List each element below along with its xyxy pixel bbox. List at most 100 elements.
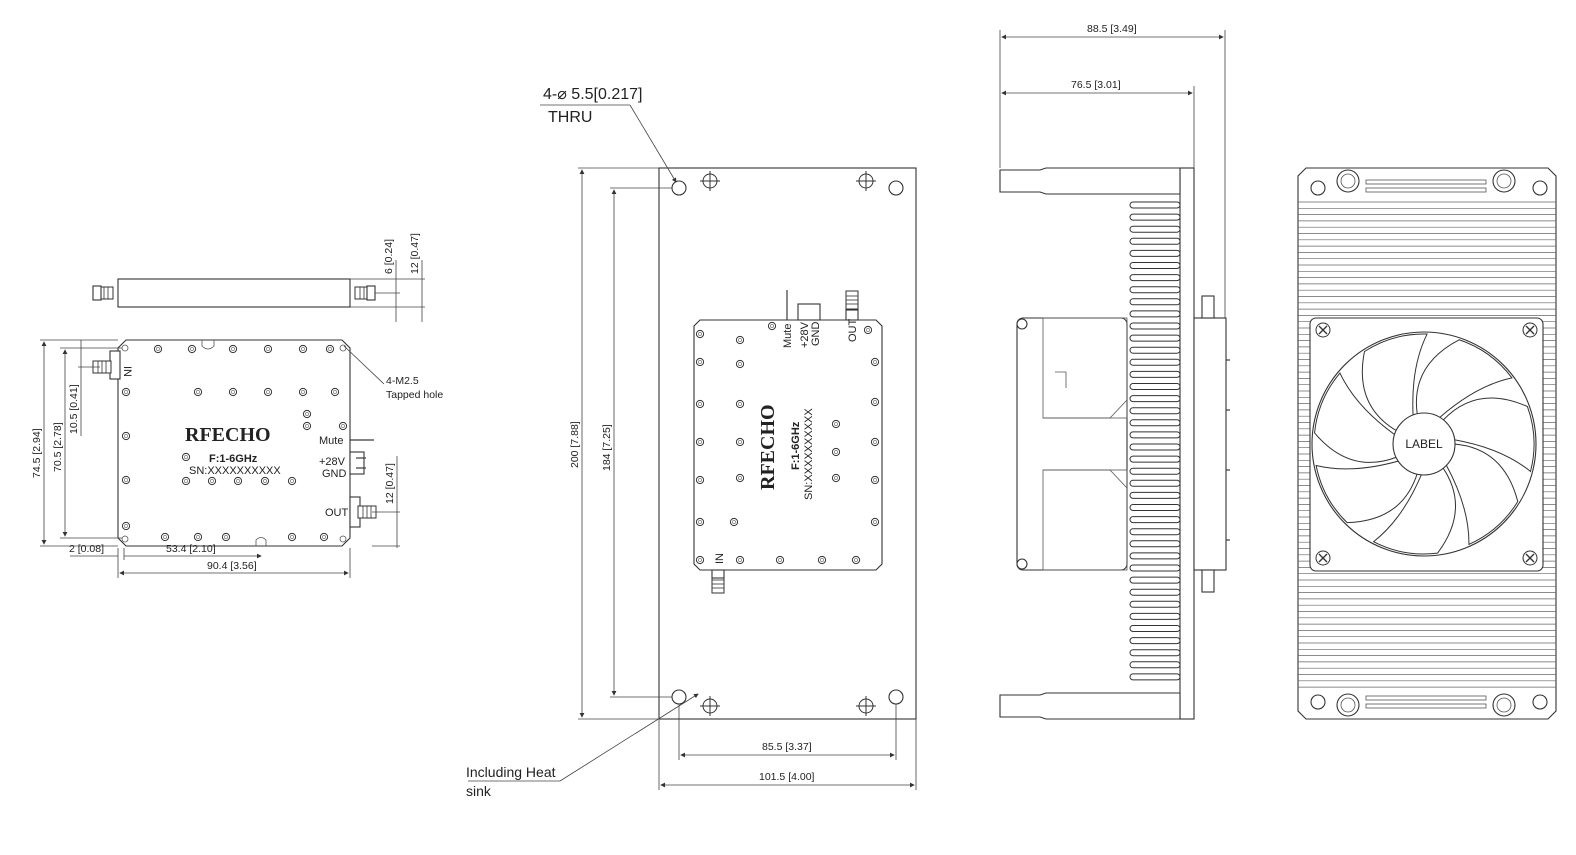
fin: [1129, 491, 1181, 499]
fin: [1129, 322, 1181, 330]
fin: [1129, 479, 1181, 487]
fin: [1129, 334, 1181, 342]
fin: [1129, 419, 1181, 427]
dim-hs-height-total: 200 [7.88]: [569, 421, 581, 468]
fin: [1129, 552, 1181, 560]
fin: [1129, 225, 1181, 233]
fin: [1129, 286, 1181, 294]
fin: [1129, 625, 1181, 632]
mounted-freq: F:1-6GHz: [790, 421, 802, 470]
dim-height-holes: 70.5 [2.78]: [52, 422, 64, 472]
fin: [1129, 370, 1181, 378]
dim-hs-width-holes: 85.5 [3.37]: [762, 741, 812, 753]
fin: [1129, 661, 1181, 669]
fan-blade: [1445, 443, 1519, 546]
fin: [1129, 467, 1181, 475]
module-port-in: IN: [121, 366, 133, 377]
dim-width-total: 90.4 [3.56]: [207, 560, 257, 572]
mounted-gnd: GND: [810, 322, 822, 347]
fin: [1129, 540, 1181, 548]
hole-note-line1: 4-⌀ 5.5[0.217]: [543, 86, 642, 103]
module-power-pins: [349, 439, 374, 475]
mount-note-2: Tapped hole: [386, 389, 443, 401]
dim-depth-total: 88.5 [3.49]: [1087, 23, 1137, 35]
fin: [1129, 346, 1181, 354]
fin: [1129, 213, 1181, 221]
fin: [1129, 274, 1181, 282]
heatsink-top-view: RFECHO F:1-6GHz SN:XXXXXXXXXX Mute +28V …: [466, 86, 917, 799]
module-freq: F:1-6GHz: [209, 453, 258, 465]
fin: [1129, 358, 1181, 366]
dim-out-offset: 12 [0.47]: [384, 463, 396, 504]
fin: [1129, 395, 1181, 403]
module-brand: RFECHO: [185, 424, 271, 446]
dim-hs-height-holes: 184 [7.25]: [601, 424, 613, 471]
hole-note-line2: THRU: [548, 109, 592, 126]
fan-hub: [1392, 412, 1456, 476]
side-fan-housing: [1016, 317, 1128, 571]
mounted-module: RFECHO F:1-6GHz SN:XXXXXXXXXX Mute +28V …: [693, 290, 883, 594]
fin: [1129, 310, 1181, 318]
heatsink-fins: [1129, 201, 1181, 681]
fin: [1129, 564, 1181, 572]
mounted-in: IN: [714, 553, 726, 564]
mounted-serial: SN:XXXXXXXXXX: [803, 408, 815, 500]
fin: [1129, 600, 1181, 608]
module-side-profile: [92, 260, 425, 322]
heat-note-line2: sink: [466, 783, 492, 799]
module-serial: SN:XXXXXXXXXX: [189, 465, 281, 477]
heatsink-top-dims: [468, 104, 917, 790]
heatsink-side-dims: [999, 30, 1226, 318]
fin: [1129, 249, 1181, 257]
fan-blades: [1314, 333, 1535, 555]
dim-side-thickness: 6 [0.24]: [383, 239, 395, 274]
fin: [1129, 673, 1181, 681]
fin: [1129, 528, 1181, 536]
fan-view: LABEL: [1297, 167, 1557, 720]
fin: [1129, 237, 1181, 245]
module-dims: [40, 339, 400, 578]
fin: [1129, 588, 1181, 596]
fan-blade: [1361, 333, 1428, 432]
dim-side-height: 12 [0.47]: [409, 233, 421, 274]
fan-label: LABEL: [1405, 437, 1443, 451]
fin: [1129, 504, 1181, 511]
fin: [1129, 407, 1181, 415]
module-gnd: GND: [322, 468, 347, 480]
side-module: [1193, 295, 1230, 593]
fin: [1129, 576, 1181, 584]
fan-blade: [1314, 372, 1398, 463]
fan-blade: [1442, 397, 1535, 473]
fin: [1129, 637, 1181, 645]
module-out-connector: [349, 496, 377, 528]
heatsink-side-view: 88.5 [3.49] 76.5 [3.01]: [999, 23, 1230, 720]
fin: [1129, 298, 1181, 306]
dim-hole-to-hole: 53.4 [2.10]: [166, 543, 216, 555]
heat-note-line1: Including Heat: [466, 764, 556, 780]
mount-note-1: 4-M2.5: [386, 375, 419, 387]
dim-hs-width-total: 101.5 [4.00]: [759, 771, 815, 783]
module-in-connector: [92, 350, 121, 380]
dim-in-offset: 10.5 [0.41]: [68, 384, 80, 434]
module-body: [117, 339, 351, 547]
fin: [1129, 201, 1181, 209]
fan-blade: [1315, 460, 1418, 524]
dim-depth-fin: 76.5 [3.01]: [1071, 79, 1121, 91]
fin: [1129, 383, 1181, 390]
fin: [1129, 612, 1181, 620]
fin: [1129, 455, 1181, 463]
fin: [1129, 431, 1181, 439]
fan-blade: [1415, 339, 1513, 419]
module-port-out: OUT: [325, 507, 349, 519]
fan-blade: [1372, 466, 1456, 555]
fin: [1129, 516, 1181, 524]
dim-edge-offset: 2 [0.08]: [69, 543, 104, 555]
dim-height-total: 74.5 [2.94]: [31, 428, 43, 478]
mounted-brand: RFECHO: [757, 404, 779, 490]
module-28v: +28V: [319, 456, 346, 468]
module-mute: Mute: [319, 435, 343, 447]
fin: [1129, 649, 1181, 657]
mounted-mute: Mute: [782, 324, 794, 348]
fin: [1129, 262, 1181, 269]
